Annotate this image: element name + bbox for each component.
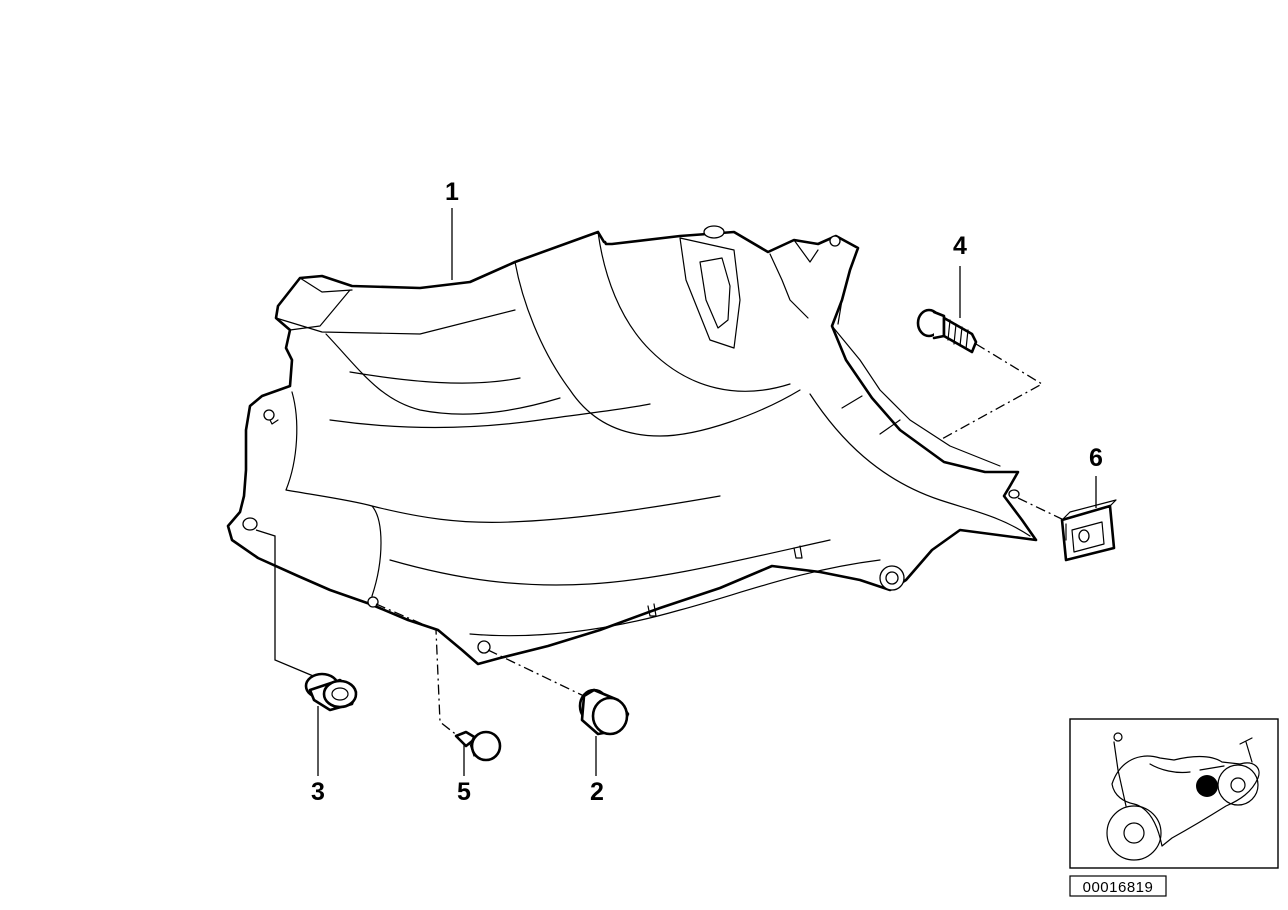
reference-number: 00016819 [1083,879,1154,896]
callout-2: 2 [590,778,604,806]
locator-marker [1196,775,1218,797]
callout-5: 5 [457,778,471,806]
locator-thumbnail [1069,718,1279,869]
leader-2 [487,649,589,699]
leader-3 [255,529,319,679]
clip-nut-part [1060,499,1117,562]
callout-labels: 1 2 3 4 5 6 [311,178,1103,806]
reference-box: 00016819 [1069,875,1167,897]
grommet-part-2 [578,688,630,736]
callout-6: 6 [1089,444,1103,472]
callout-1: 1 [445,178,459,206]
screw-part [916,308,978,354]
callout-3: 3 [311,778,325,806]
leader-5 [375,603,459,737]
callout-4: 4 [953,232,967,260]
rivet-part [454,730,502,762]
grommet-part-3 [304,672,358,712]
leader-6 [1017,497,1069,523]
leader-lines [255,208,1097,776]
trim-panel-part [226,225,1038,666]
leader-4 [939,343,1044,441]
